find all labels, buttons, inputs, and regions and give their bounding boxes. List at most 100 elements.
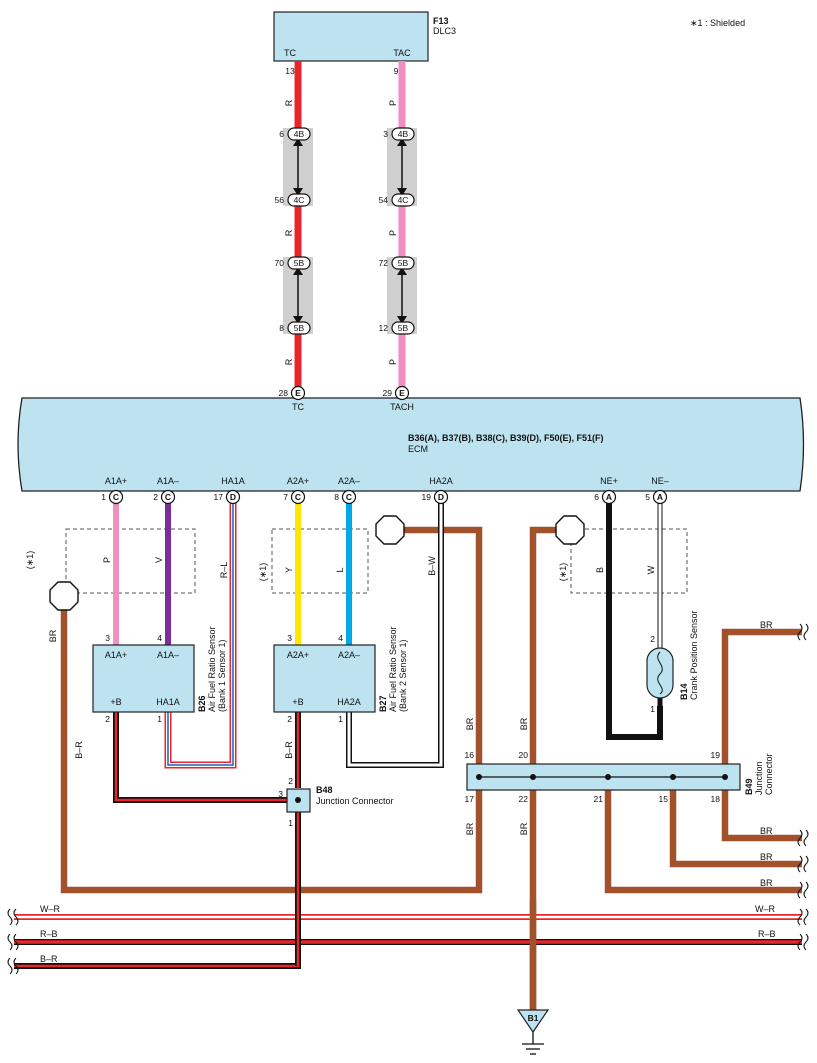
svg-text:54: 54 — [379, 195, 389, 205]
wire-color-br-9: BR — [760, 878, 773, 888]
svg-text:C: C — [295, 492, 301, 502]
bus-label-b-r-left: B–R — [40, 954, 58, 964]
svg-text:4C: 4C — [398, 195, 409, 205]
svg-text:A: A — [657, 492, 663, 502]
oval-4c-tc: 4C 56 — [275, 193, 311, 207]
wire-color-br-2: BR — [465, 717, 475, 730]
wire-color-bw: B–W — [427, 556, 437, 576]
ecm-pin-ne-minus: A 5 — [645, 489, 668, 505]
oval-4b-tach: 4B 3 — [383, 127, 415, 141]
ecm-pin-ha2a-label: HA2A — [429, 476, 453, 486]
dlc3-code: F13 — [433, 16, 449, 26]
svg-text:5B: 5B — [294, 258, 305, 268]
svg-text:A2A+: A2A+ — [287, 650, 309, 660]
svg-text:17: 17 — [214, 492, 224, 502]
svg-text:3: 3 — [383, 129, 388, 139]
ecm-pin-a1a-plus: C 1 — [101, 489, 124, 505]
oval-5b-tach-bottom: 5B 12 — [379, 321, 415, 335]
shield-drain-b14 — [555, 515, 585, 545]
wire-color-v: V — [154, 557, 164, 563]
svg-text:21: 21 — [594, 794, 604, 804]
ecm-pin-a1a-plus-label: A1A+ — [105, 476, 127, 486]
svg-text:72: 72 — [379, 258, 389, 268]
bus-label-r-b-right: R–B — [758, 929, 776, 939]
svg-text:HA2A: HA2A — [337, 697, 361, 707]
b26-sub: (Bank 1 Sensor 1) — [217, 639, 227, 712]
oval-4b-tc: 4B 6 — [279, 127, 311, 141]
wire-ha2a — [346, 503, 444, 768]
svg-text:3: 3 — [105, 633, 110, 643]
svg-text:19: 19 — [422, 492, 432, 502]
dlc3-pin-num-13: 13 — [285, 66, 295, 76]
dlc3-connector: F13 DLC3 TC TAC 13 9 — [273, 11, 456, 76]
svg-text:A: A — [606, 492, 612, 502]
ecm-box: B36(A), B37(B), B38(C), B39(D), F50(E), … — [17, 397, 805, 492]
b27-sub: (Bank 2 Sensor 1) — [398, 639, 408, 712]
svg-text:B1: B1 — [528, 1013, 539, 1023]
svg-text:18: 18 — [711, 794, 721, 804]
svg-text:5B: 5B — [398, 258, 409, 268]
svg-text:A1A+: A1A+ — [105, 650, 127, 660]
svg-text:+B: +B — [110, 697, 121, 707]
wire-color-p-4: P — [102, 557, 112, 563]
svg-text:C: C — [346, 492, 352, 502]
wire-color-br-7: BR — [760, 826, 773, 836]
bus-label-w-r-right: W–R — [755, 904, 776, 914]
wire-ne-plus — [606, 503, 663, 740]
b27-name: Air Fuel Ratio Sensor — [388, 626, 398, 712]
svg-text:D: D — [438, 492, 444, 502]
svg-text:5: 5 — [645, 492, 650, 502]
shield-box-b14 — [570, 528, 688, 594]
shield-mark-3: (∗1) — [558, 563, 568, 582]
break-marks-bus — [7, 908, 809, 975]
ecm-name: ECM — [408, 444, 428, 454]
wire-color-w: W — [646, 565, 656, 574]
svg-text:1: 1 — [288, 818, 293, 828]
b14-name: Crank Position Sensor — [689, 610, 699, 700]
svg-text:16: 16 — [465, 750, 475, 760]
svg-text:C: C — [113, 492, 119, 502]
svg-text:3: 3 — [278, 789, 283, 799]
ecm-pin-a2a-minus: C 8 — [334, 489, 357, 505]
ecm-pin-tach-label: TACH — [390, 402, 414, 412]
b26-code: B26 — [197, 695, 207, 712]
ecm-pin-ne-plus: A 6 — [594, 489, 617, 505]
dlc3-pin-tc: TC — [284, 48, 296, 58]
svg-text:19: 19 — [711, 750, 721, 760]
wire-color-br-4: BR — [465, 822, 475, 835]
wire-color-b: B — [595, 567, 605, 573]
inline-connector-5b-tc — [283, 257, 313, 334]
svg-text:1: 1 — [650, 704, 655, 714]
wire-b26-plusb — [113, 712, 289, 803]
inline-connector-4b-4c-tc — [283, 128, 313, 206]
svg-text:22: 22 — [519, 794, 529, 804]
wire-color-br-1: BR — [48, 629, 58, 642]
svg-text:8: 8 — [279, 323, 284, 333]
svg-text:2: 2 — [650, 634, 655, 644]
svg-text:17: 17 — [465, 794, 475, 804]
b26-air-fuel-ratio-sensor: 3 4 A1A+ A1A– +B HA1A 2 1 B26 Air Fuel R… — [92, 626, 227, 724]
b27-code: B27 — [378, 695, 388, 712]
svg-text:D: D — [230, 492, 236, 502]
b48-junction-connector: 2 3 1 B48 Junction Connector — [278, 776, 393, 828]
svg-text:2: 2 — [288, 776, 293, 786]
b49-junction-connector: 16 20 19 17 22 21 15 18 B49 Junction Con… — [465, 750, 774, 804]
svg-text:70: 70 — [275, 258, 285, 268]
shield-box-b26 — [65, 528, 196, 594]
b48-name: Junction Connector — [316, 796, 394, 806]
b14-crank-position-sensor: 2 1 B14 Crank Position Sensor — [646, 610, 699, 714]
inline-connector-5b-tach — [387, 257, 417, 334]
svg-text:2: 2 — [287, 714, 292, 724]
ecm-pin-tach: E 29 — [383, 385, 410, 401]
wire-color-r-3: R — [284, 358, 294, 365]
svg-text:HA1A: HA1A — [156, 697, 180, 707]
svg-text:1: 1 — [101, 492, 106, 502]
svg-text:E: E — [399, 388, 405, 398]
b49-code: B49 — [744, 778, 754, 795]
wire-color-p-1: P — [388, 100, 398, 106]
svg-text:28: 28 — [279, 388, 289, 398]
bus-label-w-r-left: W–R — [40, 904, 61, 914]
b14-code: B14 — [679, 683, 689, 700]
b49-name: Junction — [754, 761, 764, 795]
